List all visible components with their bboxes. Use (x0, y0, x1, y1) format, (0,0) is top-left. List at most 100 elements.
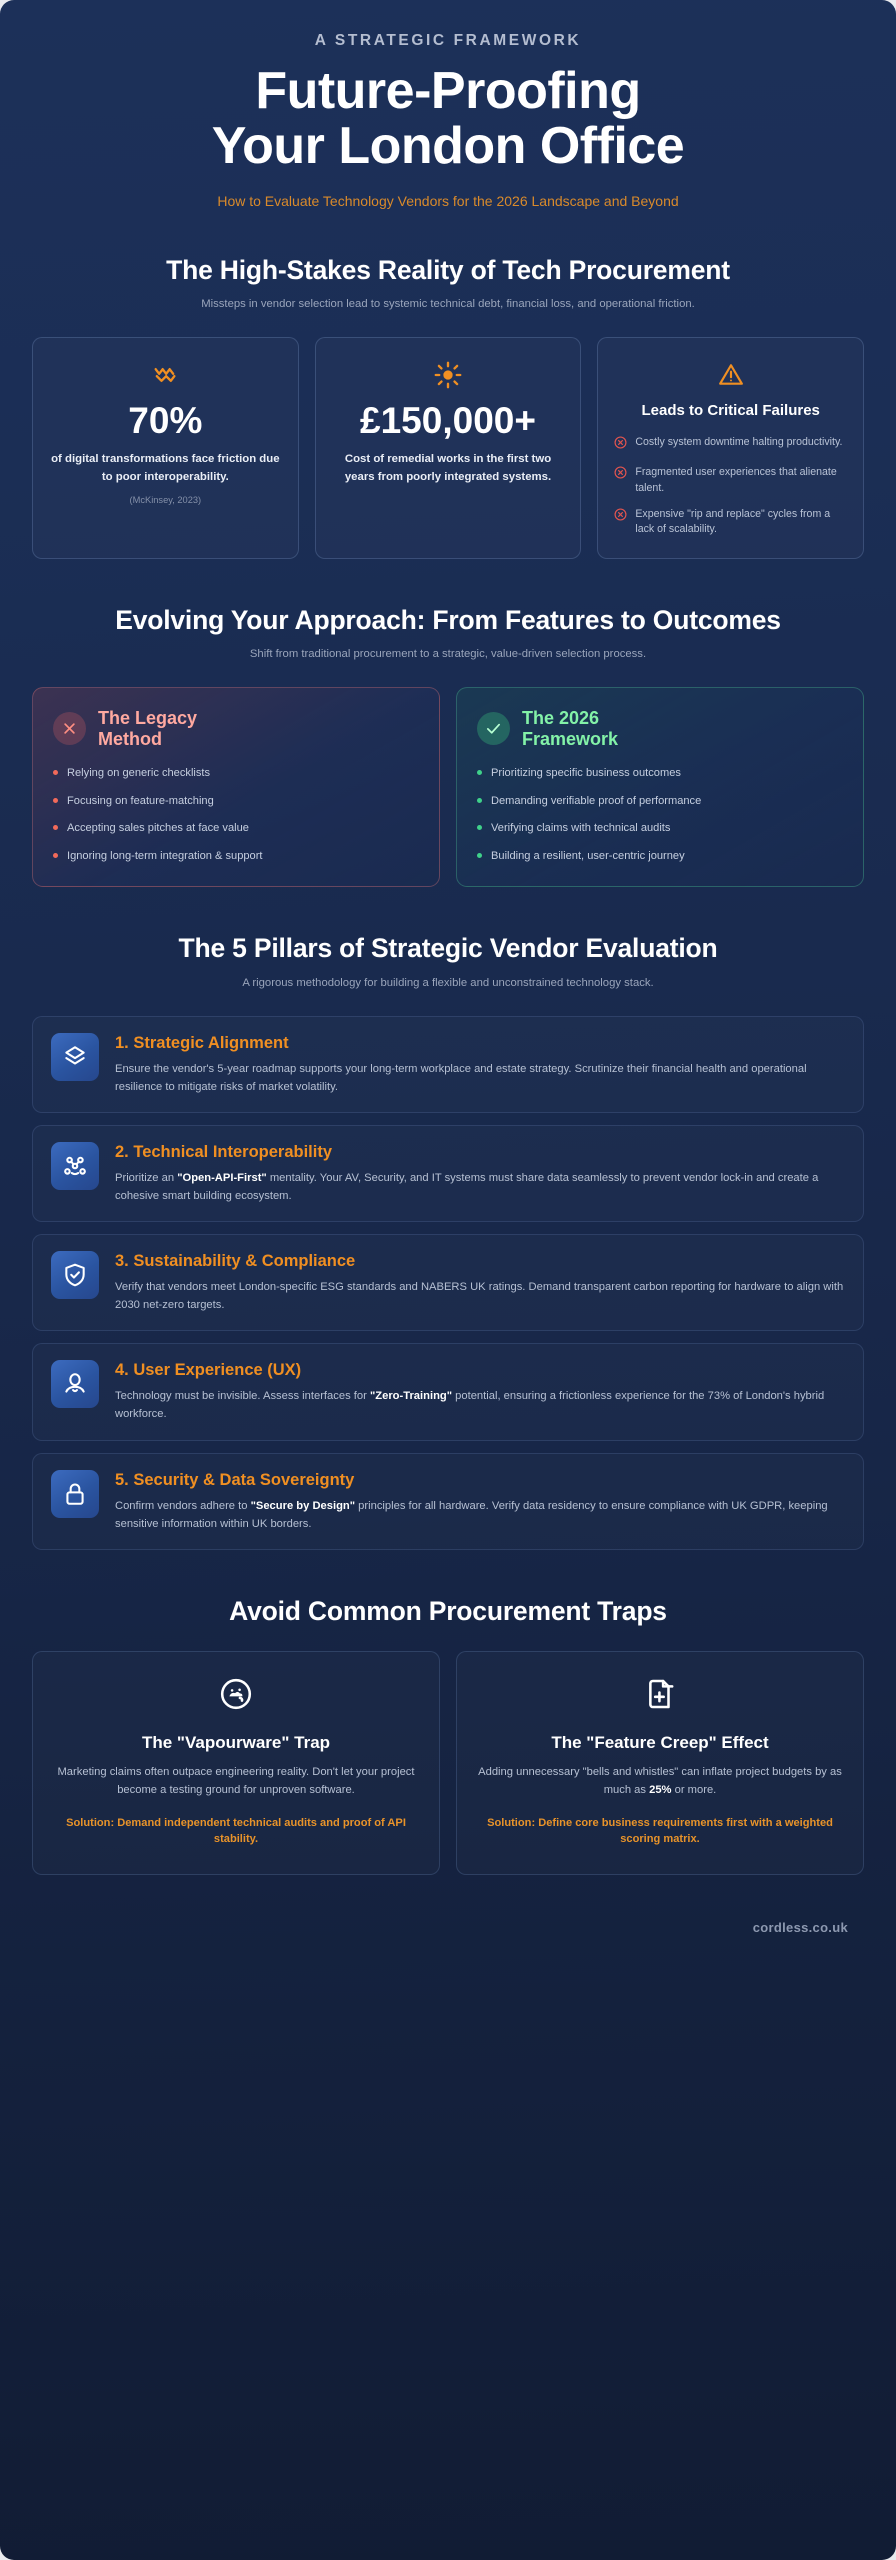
pillar-title: 5. Security & Data Sovereignty (115, 1470, 355, 1489)
file-plus-icon (643, 1676, 677, 1717)
pillar-description: Ensure the vendor's 5-year roadmap suppo… (115, 1062, 807, 1093)
list-item: Fragmented user experiences that alienat… (614, 465, 847, 496)
traps-section: Avoid Common Procurement Traps The "Vapo… (0, 1596, 896, 1875)
stats-row: 70% of digital transformations face fric… (32, 337, 865, 559)
trap-card-vapourware: The "Vapourware" Trap Marketing claims o… (32, 1651, 440, 1875)
pillar-title: 2. Technical Interoperability (115, 1142, 333, 1161)
item-text: Building a resilient, user-centric journ… (491, 850, 685, 863)
traps-title: Avoid Common Procurement Traps (229, 1595, 667, 1626)
pillar-description: Confirm vendors adhere to "Secure by Des… (115, 1499, 828, 1530)
failures-title: Leads to Critical Failures (641, 402, 820, 420)
header: A STRATEGIC FRAMEWORK Future-Proofing Yo… (0, 0, 896, 209)
item-text: Verifying claims with technical audits (491, 822, 671, 835)
pillars-subtitle: A rigorous methodology for building a fl… (242, 976, 654, 989)
pillars-title: The 5 Pillars of Strategic Vendor Evalua… (178, 933, 718, 964)
pillar-sustainability-compliance: 3. Sustainability & Compliance Verify th… (32, 1234, 864, 1332)
list-item: Accepting sales pitches at face value (53, 821, 419, 836)
list-item: Expensive "rip and replace" cycles from … (614, 507, 847, 538)
reality-section: The High-Stakes Reality of Tech Procurem… (0, 255, 896, 559)
bullet-dot (477, 797, 482, 803)
list-item: Costly system downtime halting productiv… (614, 435, 847, 454)
stat-card-remedial-cost: £150,000+ Cost of remedial works in the … (314, 337, 582, 559)
failures-list: Costly system downtime halting productiv… (614, 435, 847, 537)
bullet-dot (53, 769, 58, 775)
trap-card-feature-creep: The "Feature Creep" Effect Adding unnece… (456, 1651, 864, 1875)
stat-card-critical-failures: Leads to Critical Failures Costly system… (597, 337, 865, 559)
item-text: Focusing on feature-matching (67, 794, 214, 807)
bullet-dot (53, 853, 58, 859)
spacer (0, 559, 896, 605)
trap-description: Marketing claims often outpace engineeri… (57, 1766, 415, 1796)
lock-icon (51, 1469, 99, 1518)
stat-card-interoperability: 70% of digital transformations face fric… (32, 337, 299, 559)
sun-icon (434, 360, 462, 390)
bullet-dot (477, 853, 482, 859)
pillar-title: 4. User Experience (UX) (115, 1361, 302, 1380)
pillar-body: 3. Sustainability & Compliance Verify th… (115, 1251, 845, 1314)
item-text: Demanding verifiable proof of performanc… (491, 794, 702, 807)
item-text: Ignoring long-term integration & support (67, 850, 263, 863)
failure-text: Costly system downtime halting productiv… (635, 436, 843, 449)
item-text: Prioritizing specific business outcomes (491, 766, 681, 779)
shield-check-icon (51, 1251, 99, 1300)
bullet-dot (53, 825, 58, 831)
reality-title: The High-Stakes Reality of Tech Procurem… (166, 255, 730, 286)
stat-value: 70% (128, 400, 203, 442)
x-circle-icon (614, 508, 627, 526)
pillars-section: The 5 Pillars of Strategic Vendor Evalua… (0, 933, 896, 1550)
legacy-title: The Legacy Method (98, 707, 198, 749)
pillar-strategic-alignment: 1. Strategic Alignment Ensure the vendor… (32, 1015, 864, 1113)
network-nodes-icon (51, 1141, 99, 1190)
bullet-dot (477, 825, 482, 831)
layers-icon (51, 1032, 99, 1081)
warning-triangle-icon (717, 360, 745, 390)
evolving-subtitle: Shift from traditional procurement to a … (249, 647, 647, 660)
framework-title: The 2026 Framework (522, 707, 619, 749)
stat-description: Cost of remedial works in the first two … (344, 453, 552, 483)
list-item: Demanding verifiable proof of performanc… (477, 794, 843, 809)
cloud-face-icon (218, 1676, 254, 1717)
footer-brand: cordless.co.uk (752, 1919, 848, 1935)
list-item: Relying on generic checklists (53, 766, 419, 781)
pillar-security-data-sovereignty: 5. Security & Data Sovereignty Confirm v… (32, 1452, 864, 1550)
pillar-technical-interoperability: 2. Technical Interoperability Prioritize… (32, 1124, 864, 1223)
framework-list: Prioritizing specific business outcomes … (477, 766, 843, 865)
item-text: Accepting sales pitches at face value (67, 822, 249, 835)
evolving-title: Evolving Your Approach: From Features to… (115, 604, 781, 635)
pillar-description: Technology must be invisible. Assess int… (115, 1390, 825, 1421)
user-smile-icon (51, 1360, 99, 1409)
failure-text: Fragmented user experiences that alienat… (635, 466, 837, 494)
pillar-body: 1. Strategic Alignment Ensure the vendor… (115, 1033, 845, 1096)
trap-title: The "Vapourware" Trap (141, 1733, 331, 1753)
eyebrow-label: A STRATEGIC FRAMEWORK (314, 32, 582, 49)
failure-text: Expensive "rip and replace" cycles from … (635, 507, 831, 536)
pillars-list: 1. Strategic Alignment Ensure the vendor… (32, 1015, 864, 1550)
reality-subtitle: Missteps in vendor selection lead to sys… (201, 298, 695, 311)
pillar-title: 1. Strategic Alignment (115, 1033, 289, 1052)
bullet-dot (53, 797, 58, 803)
crown-icon (150, 360, 180, 390)
list-item: Building a resilient, user-centric journ… (477, 849, 843, 864)
list-item: Focusing on feature-matching (53, 794, 419, 809)
trap-solution: Solution: Demand independent technical a… (66, 1816, 406, 1846)
title-line-2: Your London Office (211, 116, 685, 175)
stat-value: £150,000+ (360, 400, 536, 442)
list-item: Verifying claims with technical audits (477, 821, 843, 836)
legacy-method-card: The Legacy Method Relying on generic che… (32, 686, 440, 888)
pillar-description: Verify that vendors meet London-specific… (115, 1281, 844, 1312)
stat-source: (McKinsey, 2023) (129, 494, 202, 505)
trap-description: Adding unnecessary "bells and whistles" … (478, 1766, 842, 1796)
framework-header: The 2026 Framework (477, 708, 843, 750)
stat-description: of digital transformations face friction… (51, 453, 280, 483)
pillar-body: 2. Technical Interoperability Prioritize… (115, 1142, 845, 1205)
bullet-dot (477, 769, 482, 775)
legacy-list: Relying on generic checklists Focusing o… (53, 766, 419, 865)
legacy-header: The Legacy Method (53, 708, 419, 750)
pillar-description: Prioritize an "Open-API-First" mentality… (115, 1171, 819, 1202)
x-icon (53, 712, 86, 746)
title-line-1: Future-Proofing (255, 62, 641, 120)
framework-2026-card: The 2026 Framework Prioritizing specific… (456, 686, 864, 888)
trap-solution: Solution: Define core business requireme… (487, 1816, 833, 1846)
list-item: Prioritizing specific business outcomes (477, 766, 843, 781)
